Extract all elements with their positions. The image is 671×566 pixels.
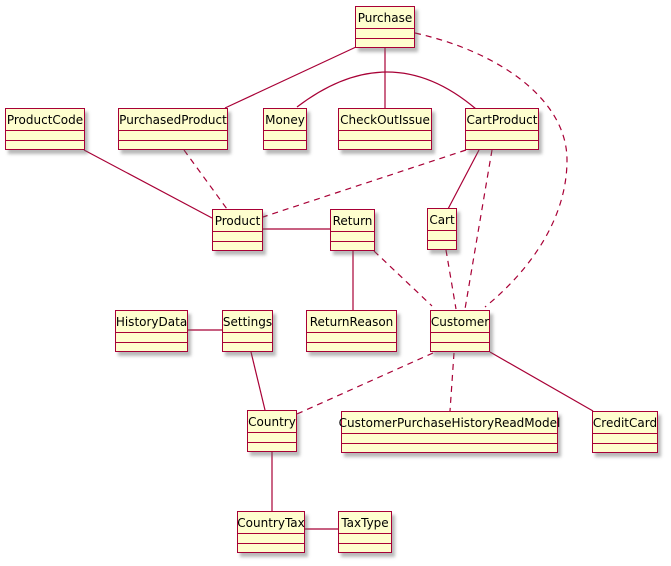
class-customerpurchasehistoryreadmodel: CustomerPurchaseHistoryReadModel xyxy=(338,411,561,453)
methods-compartment xyxy=(339,543,391,552)
class-productcode: ProductCode xyxy=(5,108,85,150)
methods-compartment xyxy=(339,140,431,149)
class-historydata: HistoryData xyxy=(115,310,188,352)
edge-customer-country xyxy=(296,352,434,415)
edge-purchase-purchasedproduct xyxy=(224,46,357,109)
methods-compartment xyxy=(593,443,657,452)
edge-cart-customer xyxy=(445,249,457,310)
class-purchase: Purchase xyxy=(355,6,415,48)
methods-compartment xyxy=(342,443,557,452)
class-name: Return xyxy=(332,213,373,228)
attributes-compartment xyxy=(223,332,272,342)
class-cartproduct: CartProduct xyxy=(465,108,539,150)
edge-customer-customerpurchasehistoryreadmodel xyxy=(449,352,455,412)
methods-compartment xyxy=(466,140,538,149)
edge-purchasedproduct-product xyxy=(183,149,228,210)
class-name: Customer xyxy=(430,314,490,329)
class-taxtype: TaxType xyxy=(338,511,392,553)
methods-compartment xyxy=(238,543,304,552)
attributes-compartment xyxy=(264,130,306,140)
class-name: Purchase xyxy=(357,10,413,25)
methods-compartment xyxy=(248,442,296,451)
class-name: ReturnReason xyxy=(309,314,394,329)
attributes-compartment xyxy=(356,28,414,38)
edge-cartproduct-cart xyxy=(447,149,480,210)
class-purchasedproduct: PurchasedProduct xyxy=(118,108,228,150)
attributes-compartment xyxy=(116,332,187,342)
edge-cartproduct-customer xyxy=(464,149,493,310)
class-name: CustomerPurchaseHistoryReadModel xyxy=(338,415,561,430)
edge-cartproduct-product xyxy=(262,149,467,218)
class-name: PurchasedProduct xyxy=(119,112,227,127)
class-name: Country xyxy=(248,414,296,429)
class-returnreason: ReturnReason xyxy=(306,310,397,352)
attributes-compartment xyxy=(248,432,296,442)
class-name: CheckOutIssue xyxy=(340,112,430,127)
methods-compartment xyxy=(428,240,456,249)
attributes-compartment xyxy=(428,230,456,240)
class-name: Money xyxy=(265,112,305,127)
class-return: Return xyxy=(330,209,375,251)
edge-purchase-customer xyxy=(414,32,568,308)
attributes-compartment xyxy=(238,533,304,543)
class-name: TaxType xyxy=(341,515,389,530)
class-name: ProductCode xyxy=(6,112,84,127)
methods-compartment xyxy=(213,241,262,250)
class-country: Country xyxy=(247,410,297,452)
attributes-compartment xyxy=(339,533,391,543)
attributes-compartment xyxy=(331,231,374,241)
class-name: CartProduct xyxy=(466,112,538,127)
attributes-compartment xyxy=(466,130,538,140)
methods-compartment xyxy=(431,342,489,351)
attributes-compartment xyxy=(342,433,557,443)
class-name: Cart xyxy=(429,212,455,227)
attributes-compartment xyxy=(339,130,431,140)
class-checkoutissue: CheckOutIssue xyxy=(338,108,432,150)
class-countrytax: CountryTax xyxy=(237,511,305,553)
edge-customer-creditcard xyxy=(489,351,594,412)
class-name: HistoryData xyxy=(115,314,188,329)
edge-settings-country xyxy=(250,351,266,411)
edge-productcode-product xyxy=(83,149,213,219)
attributes-compartment xyxy=(307,332,396,342)
class-creditcard: CreditCard xyxy=(592,411,658,453)
class-settings: Settings xyxy=(222,310,273,352)
attributes-compartment xyxy=(431,332,489,342)
attributes-compartment xyxy=(6,130,84,140)
methods-compartment xyxy=(264,140,306,149)
class-name: Settings xyxy=(222,314,273,329)
class-product: Product xyxy=(212,209,263,251)
class-money: Money xyxy=(263,108,307,150)
methods-compartment xyxy=(223,342,272,351)
attributes-compartment xyxy=(213,231,262,241)
edge-money-cartproduct xyxy=(296,71,477,110)
methods-compartment xyxy=(331,241,374,250)
class-cart: Cart xyxy=(427,208,457,250)
class-name: CountryTax xyxy=(237,515,305,530)
methods-compartment xyxy=(116,342,187,351)
edge-return-customer xyxy=(373,250,433,307)
methods-compartment xyxy=(307,342,396,351)
methods-compartment xyxy=(356,38,414,47)
attributes-compartment xyxy=(593,433,657,443)
methods-compartment xyxy=(6,140,84,149)
class-customer: Customer xyxy=(430,310,490,352)
attributes-compartment xyxy=(119,130,227,140)
class-name: CreditCard xyxy=(592,415,658,430)
methods-compartment xyxy=(119,140,227,149)
class-name: Product xyxy=(214,213,261,228)
